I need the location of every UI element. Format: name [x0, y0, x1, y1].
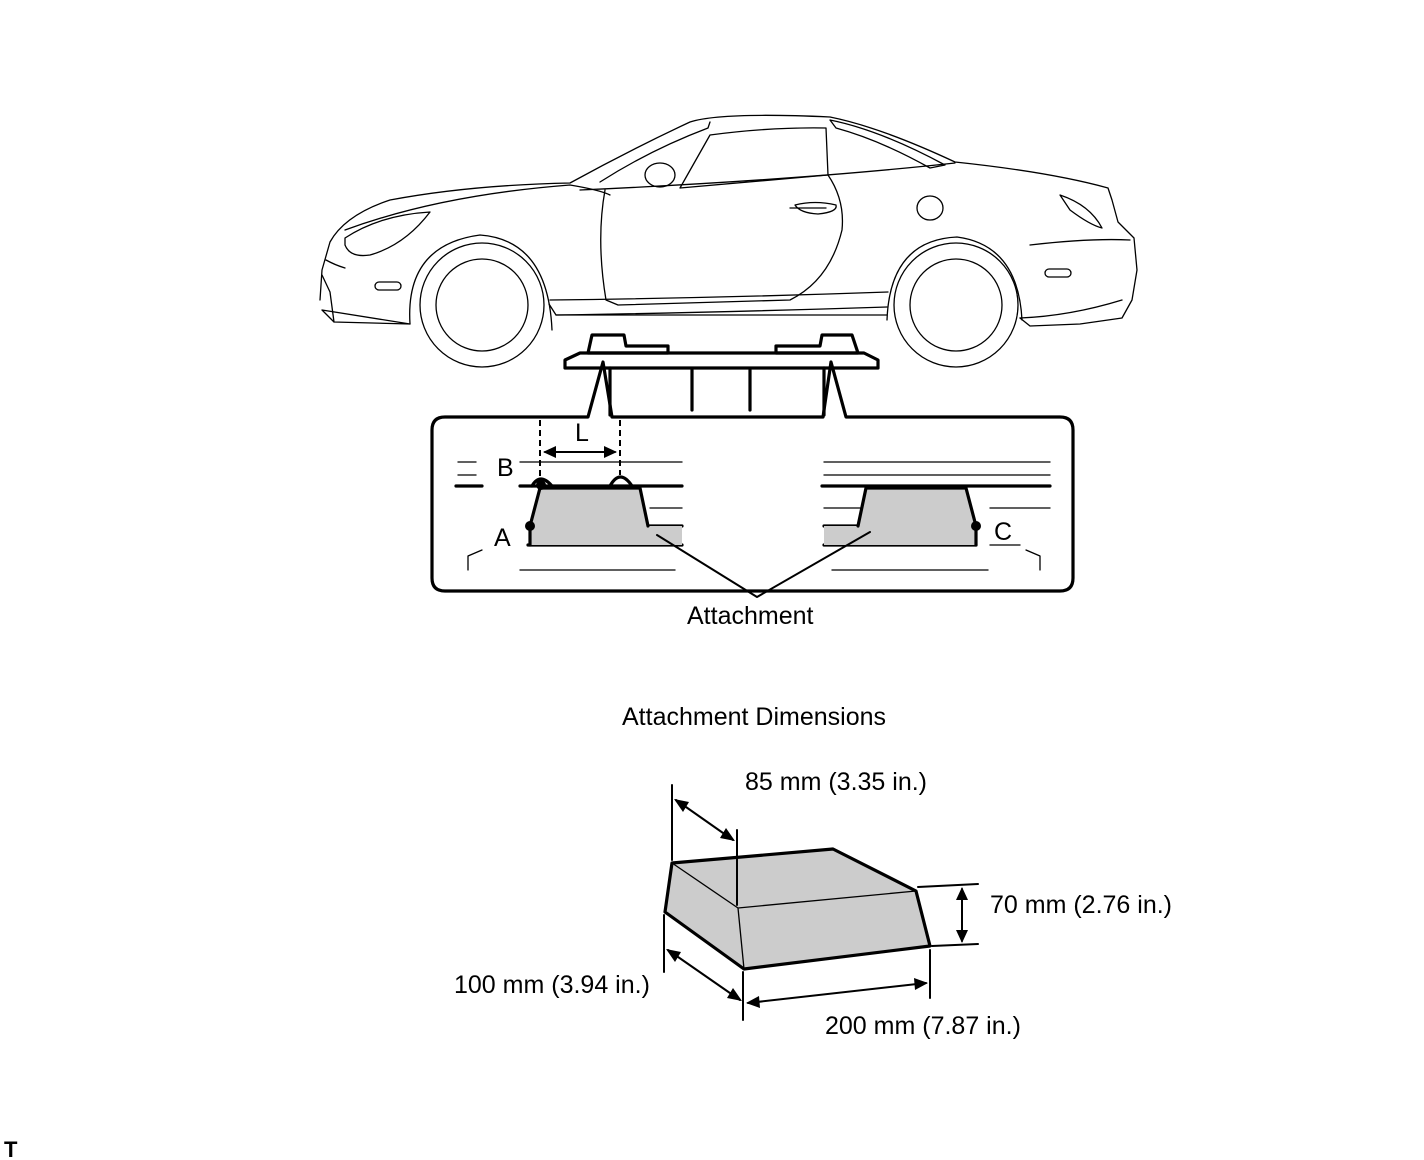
dimensions-title: Attachment Dimensions	[622, 703, 886, 731]
rear-bump	[608, 475, 634, 488]
depth-dimension-line	[667, 949, 741, 1001]
car-illustration	[319, 114, 1138, 368]
rear-wheel-arch	[886, 236, 1023, 321]
point-a-label: A	[494, 524, 511, 552]
car-fuel-cap	[916, 195, 944, 221]
attachment-label: Attachment	[687, 602, 814, 630]
car-mirror	[644, 162, 676, 188]
car-rear-bumper	[1019, 238, 1131, 319]
car-door	[600, 174, 844, 306]
car-taillight	[1059, 194, 1103, 229]
car-body-outline	[319, 114, 1138, 327]
distance-l-label: L	[575, 419, 589, 447]
left-lift-point-detail	[454, 420, 684, 571]
front-wheel-arch	[409, 234, 553, 331]
height-label: 70 mm (2.76 in.)	[990, 891, 1172, 919]
attachment-3d-block	[663, 784, 979, 1021]
lift-right-pad	[774, 333, 860, 355]
callout-frame	[430, 360, 1075, 593]
lift-left-pad	[586, 333, 670, 355]
car-door-handle	[789, 201, 837, 215]
rear-tire	[893, 242, 1019, 368]
car-rocker	[549, 291, 889, 316]
point-a-dot	[525, 521, 535, 531]
right-lift-point-detail	[820, 461, 1052, 571]
point-b-bump	[530, 477, 554, 488]
lift-beam	[563, 351, 880, 370]
point-b-label: B	[497, 454, 514, 482]
attachment-leader	[656, 531, 871, 598]
length-label: 200 mm (7.87 in.)	[825, 1012, 1021, 1040]
corner-mark: T	[4, 1137, 18, 1160]
rear-side-marker	[1044, 268, 1072, 278]
block-outline	[663, 847, 932, 971]
length-dimension-line	[747, 982, 927, 1004]
block-front-face	[738, 891, 930, 969]
car-front-bumper	[321, 259, 346, 323]
car-headlight	[344, 211, 431, 257]
left-attachment-block	[530, 488, 682, 545]
front-tire	[419, 242, 545, 368]
lift-platform	[563, 333, 880, 417]
right-attachment-block	[824, 488, 976, 545]
front-rim	[435, 258, 529, 352]
detail-callout	[430, 360, 1075, 598]
block-top-face	[672, 849, 916, 908]
point-c-dot	[971, 521, 981, 531]
front-side-marker	[374, 281, 402, 291]
depth-label: 100 mm (3.94 in.)	[454, 971, 650, 999]
point-b-dot	[536, 480, 546, 490]
point-c-label: C	[994, 518, 1012, 546]
rear-rim	[909, 258, 1003, 352]
car-side-window	[599, 121, 829, 189]
car-beltline	[344, 162, 956, 231]
top-width-label: 85 mm (3.35 in.)	[745, 768, 927, 796]
block-left-face	[665, 863, 744, 969]
car-rear-window	[829, 119, 946, 169]
